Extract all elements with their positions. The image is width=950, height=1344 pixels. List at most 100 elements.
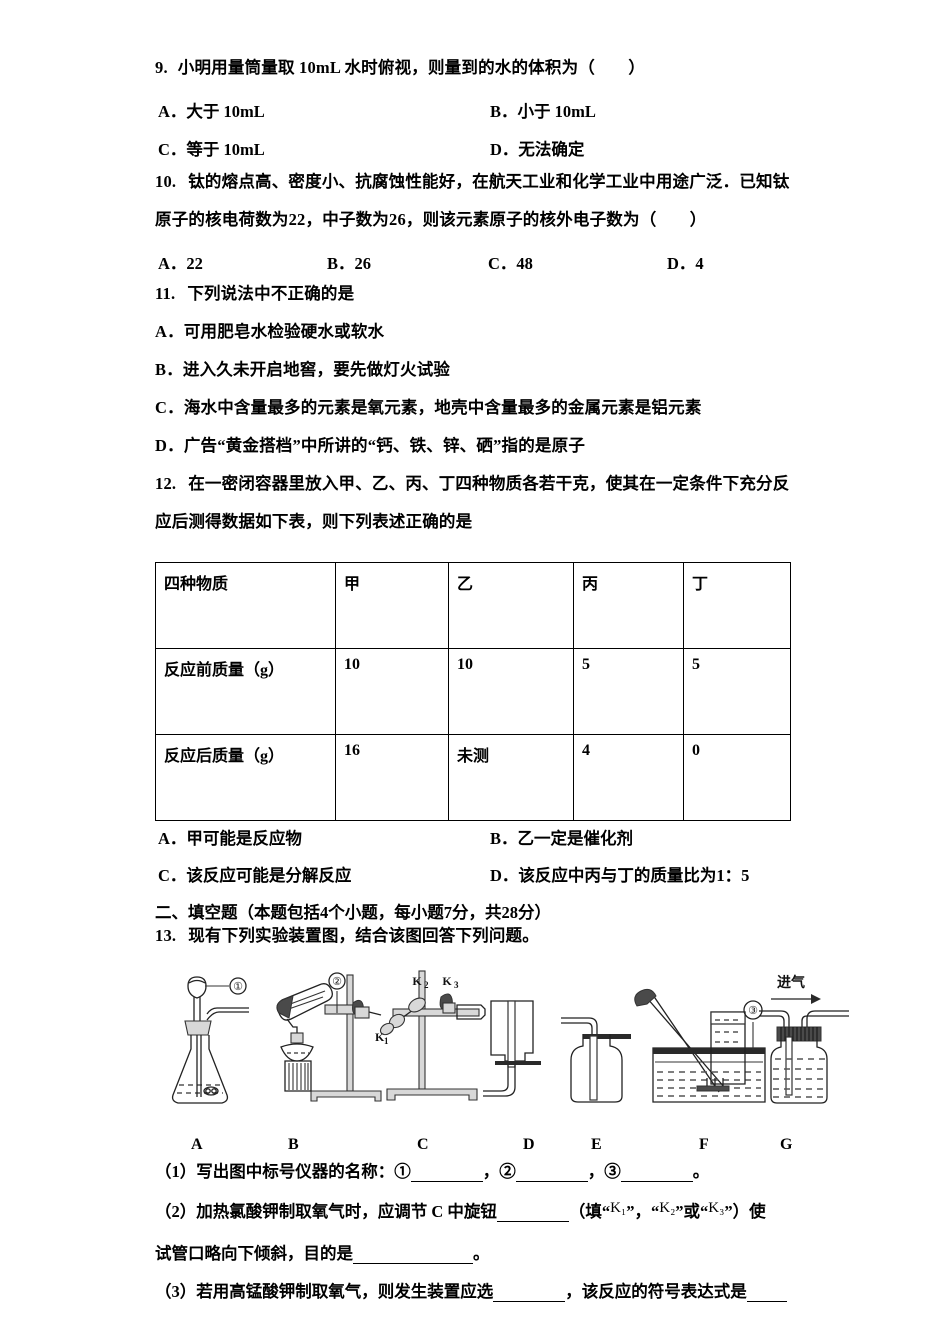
question-10-stem-line-1: 钛的熔点高、密度小、抗腐蚀性能好，在航天工业和化学工业中用途广泛．已知钛 — [188, 172, 790, 191]
option-text: 无法确定 — [518, 140, 585, 159]
question-12-option-c[interactable]: C．该反应可能是分解反应 — [158, 862, 351, 886]
table-cell: 10 — [448, 648, 574, 735]
table-row: 反应后质量（g） 16 未测 4 0 — [155, 734, 791, 821]
question-12-stem-row-2: 应后测得数据如下表，则下列表述正确的是 — [155, 513, 815, 552]
question-12-number: 12. — [155, 474, 177, 493]
question-10-stem-line-2: 原子的核电荷数为22，中子数为26，则该元素原子的核外电子数为（ ） — [155, 210, 707, 229]
part-2-line2-b: 。 — [473, 1244, 490, 1263]
part-3-text-b: ，该反应的符号表达式是 — [565, 1282, 747, 1301]
question-9-option-a[interactable]: A．大于 10mL — [158, 98, 265, 122]
question-11-option-b-row[interactable]: B．进入久未开启地窖，要先做灯火试验 — [155, 360, 815, 400]
question-13-part-2-row-1: （2）加热氯酸钾制取氧气时，应调节 C 中旋钮（填“K₁”，“K₂”或“K₃”）… — [155, 1200, 815, 1246]
exam-body-column: 9. 小明用量筒量取 10mL 水时俯视，则量到的水的体积为（ ） A．大于 1… — [155, 58, 849, 1318]
table-cell: 丁 — [683, 562, 791, 649]
gas-inlet-label: 进气 — [777, 974, 805, 990]
option-text: 该反应可能是分解反应 — [186, 866, 352, 885]
table-cell: 四种物质 — [155, 562, 336, 649]
answer-blank-4[interactable] — [496, 1221, 569, 1222]
question-12-stem-line-1: 在一密闭容器里放入甲、乙、丙、丁四种物质各若干克，使其在一定条件下充分反 — [188, 474, 790, 493]
question-13-part-3-row: （3）若用高锰酸钾制取氧气，则发生装置应选，该反应的符号表达式是 — [155, 1282, 815, 1318]
valve-label-k3: K₃ — [708, 1200, 725, 1216]
option-label: D． — [490, 866, 519, 885]
question-11-number: 11. — [155, 284, 176, 303]
option-label: B． — [490, 102, 518, 121]
svg-text:3: 3 — [454, 980, 459, 990]
answer-blank-3[interactable] — [620, 1181, 693, 1182]
valve-label-k1: K₁ — [610, 1200, 627, 1216]
valve-label-k2: K₂ — [659, 1200, 676, 1216]
figure-label-d: D — [523, 1136, 535, 1153]
part-2-line1-c: ”，“ — [626, 1202, 660, 1221]
question-11-option-d-row[interactable]: D．广告“黄金搭档”中所讲的“钙、铁、锌、硒”指的是原子 — [155, 436, 815, 476]
question-13-stem: 现有下列实验装置图，结合该图回答下列问题。 — [188, 926, 539, 945]
svg-text:K: K — [375, 1030, 385, 1044]
svg-text:2: 2 — [424, 980, 429, 990]
figure-label-e: E — [591, 1136, 602, 1153]
question-11-option-a-row[interactable]: A．可用肥皂水检验硬水或软水 — [155, 322, 815, 362]
answer-blank-6[interactable] — [493, 1301, 566, 1302]
question-9-option-b[interactable]: B．小于 10mL — [490, 98, 596, 122]
question-13-part-1-row: （1）写出图中标号仪器的名称：①，②，③。 — [155, 1162, 815, 1204]
table-cell: 10 — [335, 648, 449, 735]
reaction-mass-table: 四种物质 甲 乙 丙 丁 反应前质量（g） 10 10 5 5 反应后质量（g）… — [155, 562, 791, 821]
part-2-line1-e: ”）使 — [724, 1202, 766, 1221]
answer-blank-2[interactable] — [515, 1181, 588, 1182]
svg-text:①: ① — [233, 981, 243, 993]
option-text: 26 — [354, 254, 372, 273]
question-9-stem-row: 9. 小明用量筒量取 10mL 水时俯视，则量到的水的体积为（ ） — [155, 58, 815, 98]
option-label: D． — [490, 140, 519, 159]
section-2-heading: 二、填空题（本题包括4个小题，每小题7分，共28分） — [155, 903, 551, 922]
answer-blank-1[interactable] — [410, 1181, 483, 1182]
question-12-option-b[interactable]: B．乙一定是催化剂 — [490, 825, 633, 849]
question-9-option-d[interactable]: D．无法确定 — [490, 136, 584, 160]
question-11-stem-row: 11. 下列说法中不正确的是 — [155, 284, 815, 324]
option-text: 可用肥皂水检验硬水或软水 — [183, 322, 385, 341]
option-label: A． — [158, 254, 187, 273]
option-text: 小于 10mL — [517, 102, 596, 121]
option-label: A． — [158, 829, 187, 848]
option-label: D． — [155, 436, 184, 455]
question-13-stem-row: 13. 现有下列实验装置图，结合该图回答下列问题。 — [155, 926, 815, 958]
part-2-line1-a: 加热氯酸钾制取氧气时，应调节 C 中旋钮 — [196, 1202, 497, 1221]
question-11-option-c-row[interactable]: C．海水中含量最多的元素是氧元素，地壳中含量最多的金属元素是铝元素 — [155, 398, 815, 438]
svg-text:②: ② — [332, 976, 342, 988]
apparatus-b-heated-tube: ② — [263, 969, 383, 1109]
part-3-marker: （3） — [155, 1282, 197, 1301]
table-row: 四种物质 甲 乙 丙 丁 — [155, 562, 791, 649]
figure-label-a: A — [191, 1136, 203, 1153]
table-cell: 16 — [335, 734, 449, 821]
question-10-number: 10. — [155, 172, 177, 191]
question-10-options-row: A．22 B．26 C．48 D．4 — [155, 250, 815, 286]
apparatus-f-pneumatic-trough: ③ — [633, 988, 773, 1108]
question-10-option-a[interactable]: A．22 — [158, 250, 203, 274]
question-12-option-a[interactable]: A．甲可能是反应物 — [158, 825, 302, 849]
part-2-marker: （2） — [155, 1202, 197, 1221]
question-10-option-b[interactable]: B．26 — [327, 250, 371, 274]
part-1-marker: （1） — [155, 1162, 197, 1181]
option-label: B． — [490, 829, 518, 848]
table-cell: 未测 — [448, 734, 574, 821]
question-10-option-d[interactable]: D．4 — [667, 250, 704, 274]
question-13-number: 13. — [155, 926, 177, 945]
question-12-option-d[interactable]: D．该反应中丙与丁的质量比为1：5 — [490, 862, 749, 886]
question-10-option-c[interactable]: C．48 — [488, 250, 533, 274]
question-9-options-row-1: A．大于 10mL B．小于 10mL — [155, 98, 815, 136]
apparatus-a-flask: ① — [167, 969, 277, 1109]
answer-blank-7[interactable] — [746, 1301, 787, 1302]
apparatus-e-gas-jar — [559, 1000, 639, 1106]
question-9-option-c[interactable]: C．等于 10mL — [158, 136, 265, 160]
question-9-number: 9. — [155, 58, 168, 77]
question-9-stem: 小明用量筒量取 10mL 水时俯视，则量到的水的体积为（ ） — [177, 58, 646, 77]
option-label: C． — [155, 398, 184, 417]
option-text: 海水中含量最多的元素是氧元素，地壳中含量最多的金属元素是铝元素 — [183, 398, 702, 417]
answer-blank-5[interactable] — [353, 1263, 473, 1264]
option-label: C． — [158, 140, 187, 159]
option-text: 进入久未开启地窖，要先做灯火试验 — [182, 360, 451, 379]
option-text: 乙一定是催化剂 — [517, 829, 634, 848]
svg-text:K: K — [412, 974, 422, 988]
svg-text:③: ③ — [748, 1005, 758, 1017]
option-text: 甲可能是反应物 — [186, 829, 302, 848]
question-12-options-row-1: A．甲可能是反应物 B．乙一定是催化剂 — [155, 825, 815, 862]
option-label: B． — [155, 360, 183, 379]
